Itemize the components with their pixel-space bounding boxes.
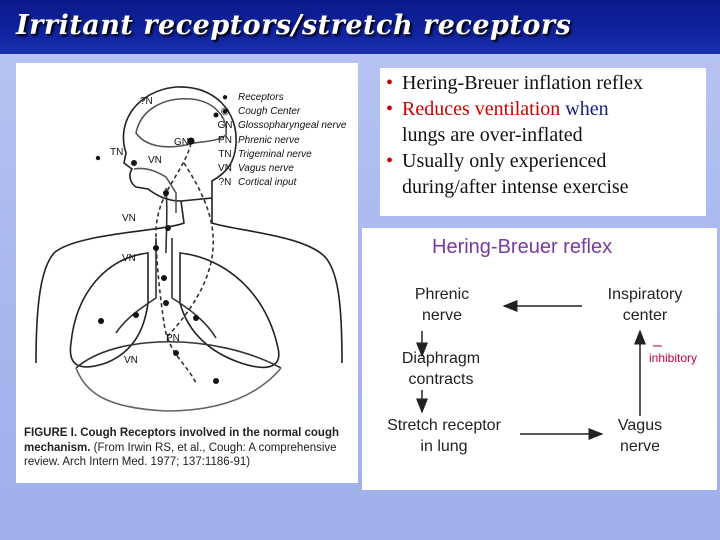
legend-receptors: Receptors (238, 92, 284, 103)
inhibitory-label: – inhibitory (649, 337, 698, 366)
cough-center-dot (187, 137, 195, 145)
caption-lead: FIGURE I. Cough Receptors involved in th… (24, 427, 339, 454)
label-vn-3: VN (122, 253, 136, 264)
label-tn: TN (110, 147, 124, 158)
cough-receptor-figure: ?N TN VN GN VN VN PN VN ●Receptors ◉Coug… (16, 63, 358, 483)
legend-cough-center: Cough Center (238, 106, 301, 118)
label-vn-2: VN (122, 213, 136, 224)
caption-citation: (From Irwin RS, et al., Cough: A compreh… (24, 441, 337, 469)
legend-cortical: Cortical input (238, 177, 297, 189)
label-vn-4: VN (124, 355, 138, 366)
legend-vagus: Vagus nerve (238, 163, 294, 175)
label-qn: ?N (140, 96, 153, 107)
bullet-1: •Hering-Breuer inflation reflex (386, 72, 644, 94)
title-bar: Irritant receptors/stretch receptors (0, 0, 720, 54)
figure-caption: FIGURE I. Cough Receptors involved in th… (24, 426, 352, 470)
diagram-arrows (416, 300, 646, 440)
label-gn: GN (174, 137, 189, 148)
legend-glossopharyngeal: Glossopharyngeal nerve (238, 120, 347, 132)
label-vn: VN (148, 155, 162, 166)
legend-phrenic: Phrenic nerve (238, 134, 300, 146)
label-pn: PN (166, 333, 180, 344)
diagram-heading: Hering-Breuer reflex (432, 236, 613, 258)
anatomy-illustration (35, 86, 343, 412)
slide-title: Irritant receptors/stretch receptors (16, 10, 572, 41)
legend-trigeminal: Trigeminal nerve (238, 148, 312, 160)
bullet-list: •Hering-Breuer inflation reflex •Reduces… (380, 68, 706, 216)
